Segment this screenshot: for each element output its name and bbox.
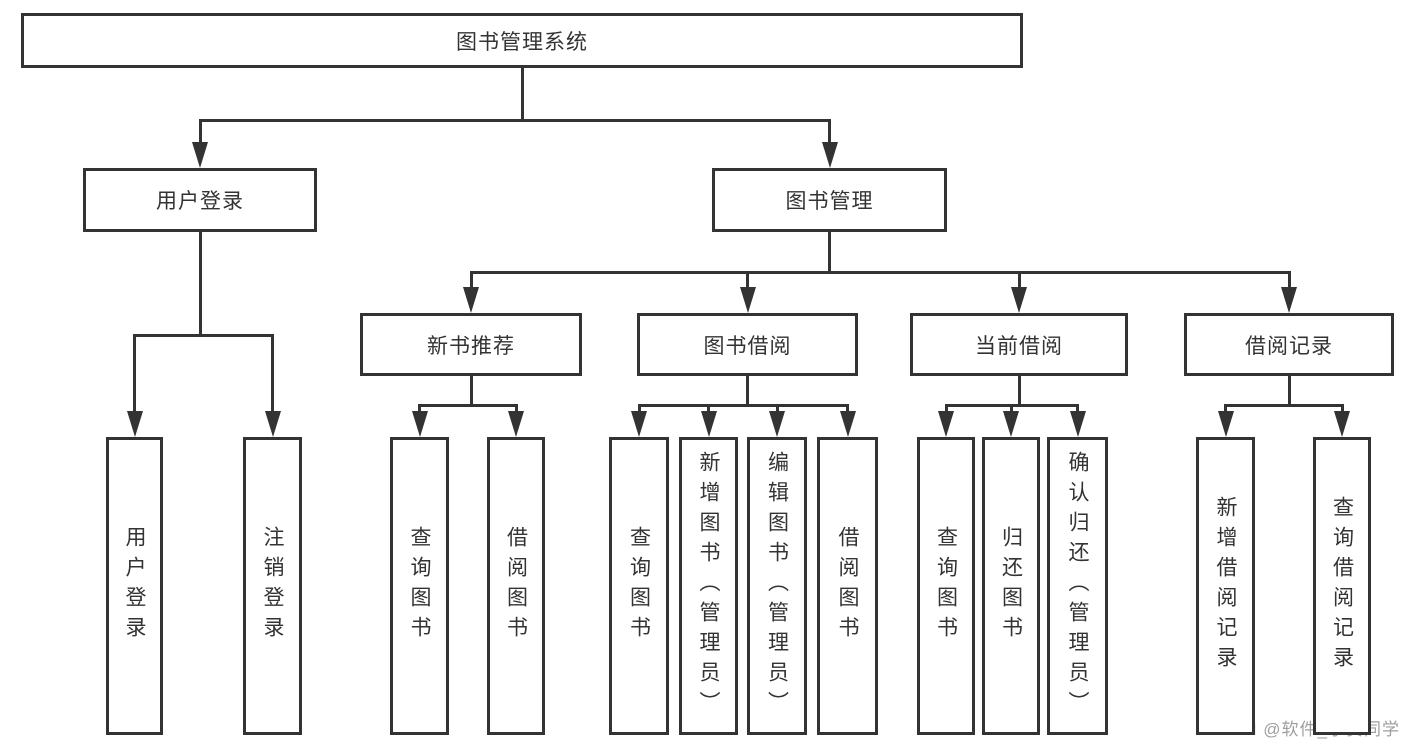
- node-label-br-query: 查询借阅记录: [1330, 496, 1354, 676]
- connector-drop-borrow-record: [1287, 272, 1291, 295]
- connector-stem-login-group: [198, 230, 202, 337]
- node-label-cb-confirm: 确认归还（管理员）: [1066, 451, 1089, 721]
- arrowhead-down-icon: [769, 411, 785, 437]
- arrowhead-down-icon: [839, 411, 856, 437]
- node-label-nb-borrow: 借阅图书: [504, 526, 528, 646]
- connector-stem-current-borrow: [1017, 374, 1021, 407]
- arrowhead-down-icon: [1217, 411, 1234, 437]
- connector-elbow-borrow-record: [1224, 403, 1344, 407]
- node-book-mgmt: 图书管理: [712, 168, 947, 232]
- connector-drop-logout: [271, 335, 274, 419]
- node-current-borrow: 当前借阅: [910, 313, 1128, 376]
- connector-drop-new-book-rec: [469, 272, 473, 295]
- connector-drop-login-group: [198, 120, 202, 150]
- node-label-cb-return: 归还图书: [999, 526, 1023, 646]
- node-label-borrow-record: 借阅记录: [1245, 334, 1333, 358]
- arrowhead-down-icon: [739, 287, 756, 313]
- arrowhead-down-icon: [938, 411, 954, 437]
- node-root: 图书管理系统: [21, 13, 1023, 68]
- connector-drop-book-borrow: [746, 272, 749, 295]
- arrowhead-down-icon: [192, 142, 208, 168]
- node-cb-confirm: 确认归还（管理员）: [1047, 437, 1108, 735]
- connector-elbow-book-borrow: [637, 403, 849, 407]
- connector-stem-borrow-record: [1287, 374, 1291, 407]
- arrowhead-down-icon: [1003, 411, 1019, 437]
- connector-elbow-login-group: [133, 333, 274, 337]
- arrowhead-down-icon: [463, 287, 479, 313]
- node-bb-edit: 编辑图书（管理员）: [747, 437, 807, 735]
- node-logout: 注销登录: [243, 437, 302, 735]
- connector-stem-root: [520, 66, 524, 122]
- node-label-book-mgmt: 图书管理: [785, 190, 874, 213]
- connector-elbow-root: [198, 118, 831, 122]
- connector-elbow-book-mgmt: [469, 270, 1291, 274]
- connector-stem-new-book-rec: [469, 374, 473, 407]
- arrowhead-down-icon: [631, 411, 647, 437]
- node-label-logout: 注销登录: [261, 526, 284, 646]
- node-new-book-rec: 新书推荐: [360, 313, 582, 376]
- arrowhead-down-icon: [1334, 411, 1350, 437]
- connector-drop-current-borrow: [1017, 272, 1021, 295]
- node-user-login: 用户登录: [106, 437, 163, 735]
- node-label-br-add: 新增借阅记录: [1214, 496, 1237, 676]
- node-label-new-book-rec: 新书推荐: [427, 334, 515, 358]
- arrowhead-down-icon: [508, 411, 524, 437]
- arrowhead-down-icon: [126, 411, 143, 437]
- node-nb-borrow: 借阅图书: [487, 437, 545, 735]
- connector-drop-user-login: [133, 335, 136, 419]
- node-label-bb-edit: 编辑图书（管理员）: [765, 451, 789, 721]
- arrowhead-down-icon: [1011, 287, 1027, 313]
- node-cb-return: 归还图书: [982, 437, 1040, 735]
- node-label-login-group: 用户登录: [156, 190, 244, 213]
- node-label-bb-query: 查询图书: [627, 526, 651, 646]
- arrowhead-down-icon: [700, 411, 717, 437]
- arrowhead-down-icon: [411, 411, 428, 437]
- node-label-current-borrow: 当前借阅: [975, 334, 1063, 358]
- connector-elbow-new-book-rec: [418, 403, 518, 407]
- node-label-bb-borrow: 借阅图书: [836, 526, 859, 646]
- connector-stem-book-borrow: [746, 374, 749, 407]
- node-nb-query: 查询图书: [390, 437, 449, 735]
- arrowhead-down-icon: [1281, 287, 1297, 313]
- node-bb-query: 查询图书: [609, 437, 669, 735]
- node-bb-borrow: 借阅图书: [817, 437, 878, 735]
- node-label-book-borrow: 图书借阅: [703, 334, 792, 358]
- node-login-group: 用户登录: [83, 168, 317, 232]
- arrowhead-down-icon: [821, 142, 838, 168]
- node-label-user-login: 用户登录: [123, 526, 146, 646]
- node-label-cb-query: 查询图书: [934, 526, 958, 646]
- arrowhead-down-icon: [264, 411, 281, 437]
- node-label-bb-add: 新增图书（管理员）: [697, 451, 720, 721]
- node-label-root: 图书管理系统: [456, 30, 588, 54]
- node-br-add: 新增借阅记录: [1196, 437, 1255, 735]
- node-cb-query: 查询图书: [917, 437, 975, 735]
- node-borrow-record: 借阅记录: [1184, 313, 1394, 376]
- connector-stem-book-mgmt: [828, 230, 831, 274]
- node-label-nb-query: 查询图书: [408, 526, 431, 646]
- node-book-borrow: 图书借阅: [637, 313, 858, 376]
- connector-drop-book-mgmt: [828, 120, 831, 150]
- node-bb-add: 新增图书（管理员）: [679, 437, 738, 735]
- arrowhead-down-icon: [1069, 411, 1086, 437]
- node-br-query: 查询借阅记录: [1313, 437, 1371, 735]
